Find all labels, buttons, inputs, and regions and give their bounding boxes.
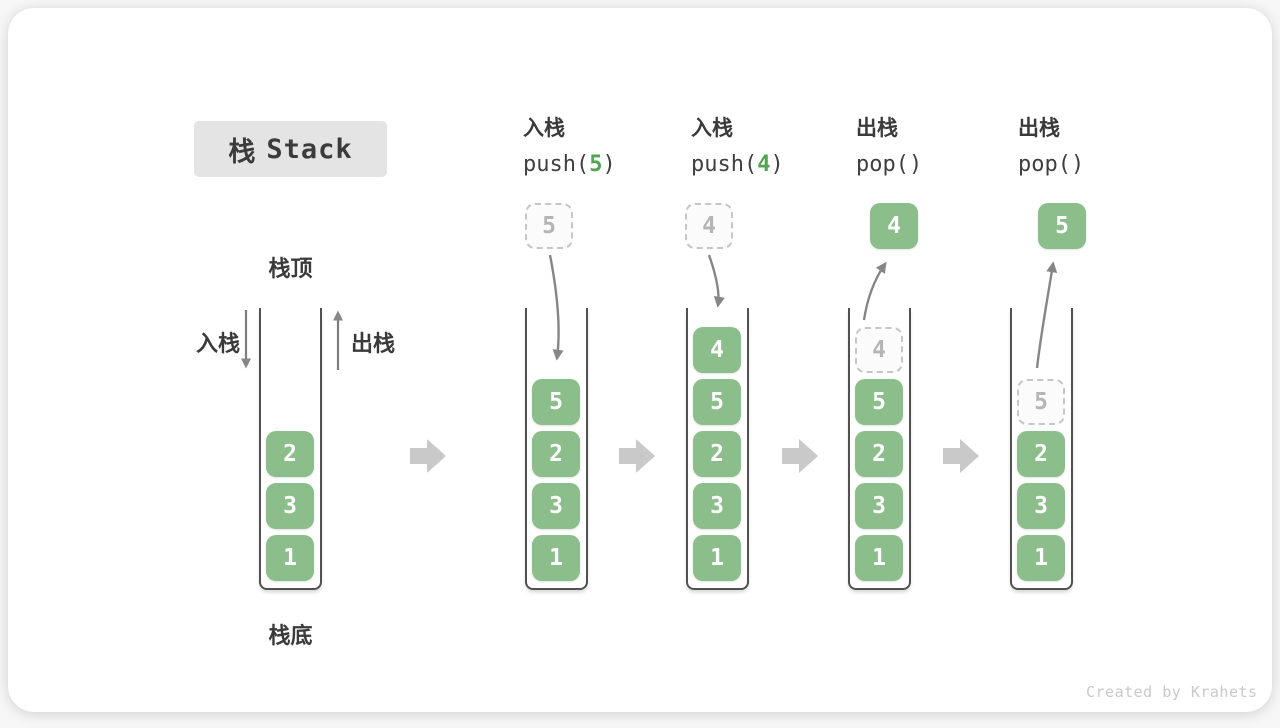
stack-cell: 2 — [693, 431, 741, 477]
stack-cell: 4 — [693, 327, 741, 373]
pop-side-label: 出栈 — [351, 332, 396, 357]
operation-label: 入栈 push(4) — [691, 115, 841, 177]
stack-top-label: 栈顶 — [268, 257, 313, 282]
operation-code: push(5) — [523, 152, 616, 177]
stack-cell: 3 — [1017, 483, 1065, 529]
title-en: Stack — [266, 133, 353, 165]
operation-name: 入栈 — [523, 116, 565, 140]
step-arrow-icon — [943, 439, 979, 473]
diagram-card: 栈 Stack 栈顶 栈底 入栈 出栈 入栈 push(5) 入栈 push(4) 出栈… — [8, 8, 1272, 712]
operation-code: pop() — [856, 152, 923, 177]
floating-cell: 5 — [525, 203, 573, 249]
operation-name: 出栈 — [856, 116, 898, 140]
operation-code: pop() — [1018, 152, 1085, 177]
stack-cell: 3 — [532, 483, 580, 529]
stack-cell: 1 — [855, 535, 903, 581]
step-arrow-icon — [782, 439, 818, 473]
stack-cell: 5 — [693, 379, 741, 425]
push-side-label: 入栈 — [195, 332, 240, 357]
floating-cell: 4 — [870, 203, 918, 249]
stack-cell: 5 — [855, 379, 903, 425]
stack-cell: 2 — [855, 431, 903, 477]
floating-cell: 5 — [1038, 203, 1086, 249]
push-flight-arrow-icon — [707, 254, 725, 308]
stack-cell: 3 — [266, 483, 314, 529]
step-arrow-icon — [410, 439, 446, 473]
stack-cell: 1 — [693, 535, 741, 581]
stack-bottom-label: 栈底 — [268, 624, 313, 649]
operation-label: 出栈 pop() — [1018, 115, 1168, 177]
operation-name: 出栈 — [1018, 116, 1060, 140]
step-arrow-icon — [619, 439, 655, 473]
operation-label: 出栈 pop() — [856, 115, 1006, 177]
floating-cell: 4 — [685, 203, 733, 249]
operation-code: push(4) — [691, 152, 784, 177]
stack-cell: 2 — [1017, 431, 1065, 477]
stack-cell: 2 — [532, 431, 580, 477]
stack-cell: 4 — [855, 327, 903, 373]
operation-argument: 5 — [589, 152, 603, 177]
title-badge: 栈 Stack — [194, 121, 387, 177]
operation-argument: 4 — [757, 152, 771, 177]
stack-cell: 5 — [1017, 379, 1065, 425]
operation-label: 入栈 push(5) — [523, 115, 673, 177]
stack-cell: 1 — [532, 535, 580, 581]
stack-cell: 1 — [266, 535, 314, 581]
title-zh: 栈 — [228, 136, 256, 168]
stack-cell: 1 — [1017, 535, 1065, 581]
watermark: Created by Krahets — [1086, 683, 1258, 701]
stack-cell: 2 — [266, 431, 314, 477]
stack-cell: 3 — [693, 483, 741, 529]
operation-name: 入栈 — [691, 116, 733, 140]
stack-cell: 3 — [855, 483, 903, 529]
stack-cell: 5 — [532, 379, 580, 425]
